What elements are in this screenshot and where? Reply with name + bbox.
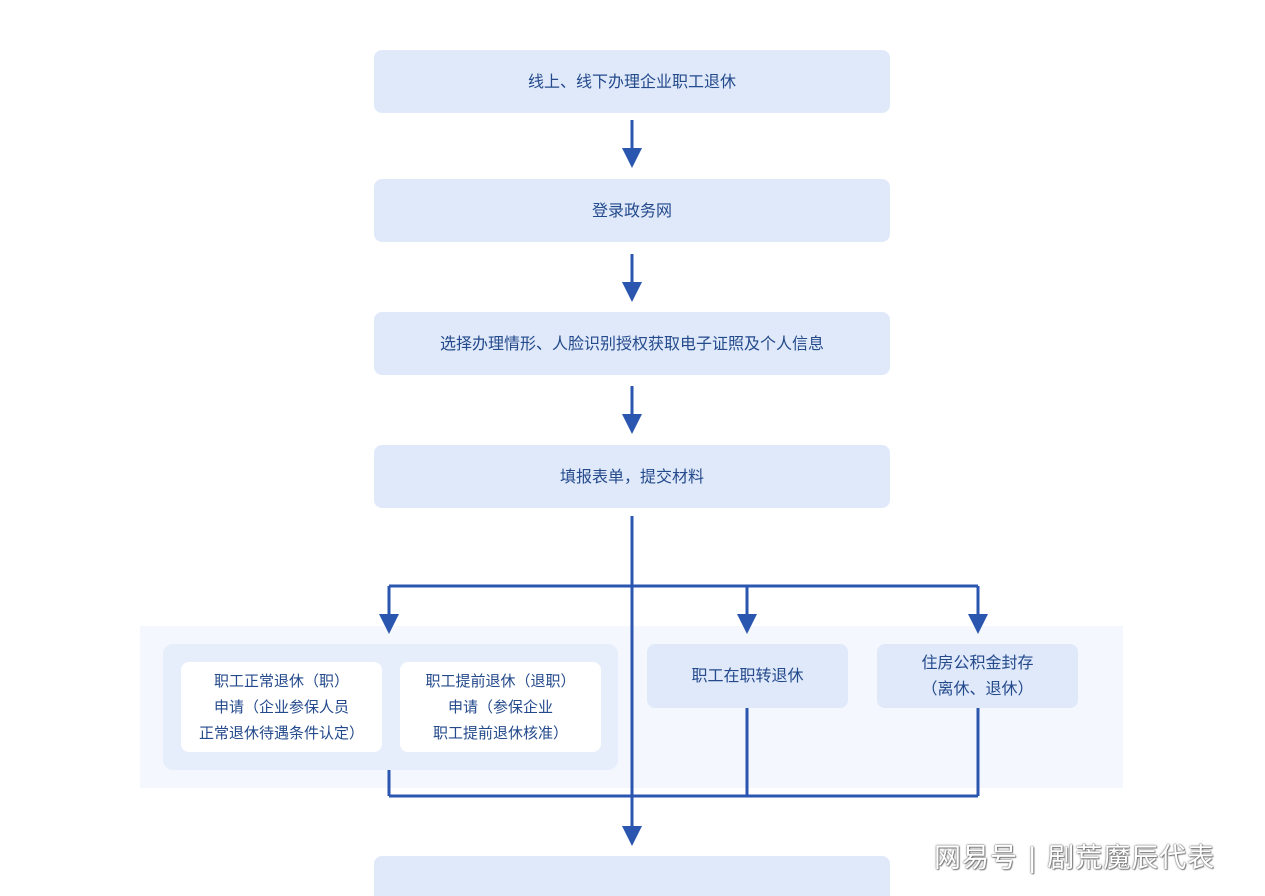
step-offline-online-retirement: 线上、线下办理企业职工退休 <box>374 50 890 113</box>
branch-in-service-retirement: 职工在职转退休 <box>647 644 848 708</box>
step-select-scenario-face-auth: 选择办理情形、人脸识别授权获取电子证照及个人信息 <box>374 312 890 375</box>
arrowhead-branch-right <box>968 614 988 634</box>
branch-housing-fund-seal: 住房公积金封存 （离休、退休） <box>877 644 1078 708</box>
step-fill-form-submit: 填报表单，提交材料 <box>374 445 890 508</box>
arrowhead-branch-mid <box>737 614 757 634</box>
early-retire-label: 职工提前退休（退职） 申请（参保企业 职工提前退休核准） <box>425 672 576 742</box>
branch-early-retirement: 职工提前退休（退职） 申请（参保企业 职工提前退休核准） <box>400 662 601 752</box>
normal-retire-label: 职工正常退休（职） 申请（企业参保人员 正常退休待遇条件认定） <box>198 672 364 742</box>
housing-fund-label: 住房公积金封存 （离休、退休） <box>921 653 1034 698</box>
step4-label: 填报表单，提交材料 <box>559 466 704 486</box>
watermark: 网易号 | 剧荒魔辰代表 <box>934 843 1216 874</box>
arrowhead-branch-left <box>379 614 399 634</box>
branch-normal-retirement: 职工正常退休（职） 申请（企业参保人员 正常退休待遇条件认定） <box>181 662 382 752</box>
arrowhead-step4 <box>622 414 642 434</box>
step2-label: 登录政务网 <box>591 200 672 220</box>
step-next-partial <box>374 856 890 896</box>
in-service-retire-label: 职工在职转退休 <box>691 666 804 685</box>
arrowhead-step3 <box>622 282 642 302</box>
step1-label: 线上、线下办理企业职工退休 <box>527 71 736 91</box>
arrowhead-final <box>622 826 642 846</box>
step-login-gov-portal: 登录政务网 <box>374 179 890 242</box>
arrowhead-step2 <box>622 148 642 168</box>
step3-label: 选择办理情形、人脸识别授权获取电子证照及个人信息 <box>439 333 824 353</box>
